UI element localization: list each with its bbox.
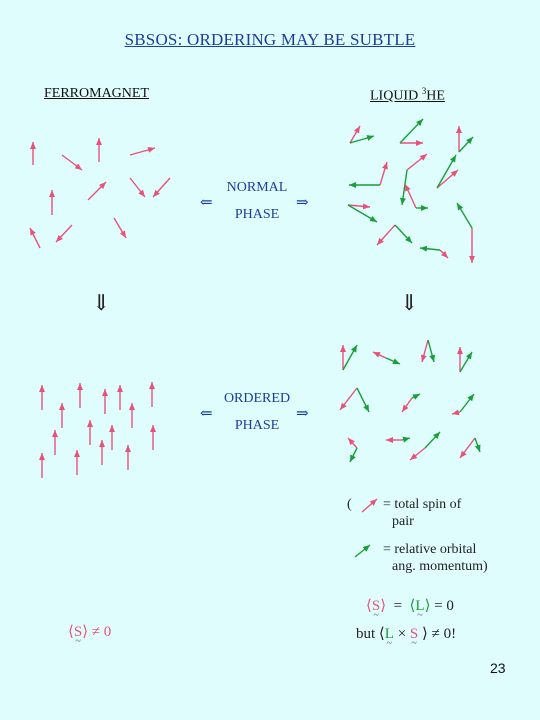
spin-arrow-icon	[129, 146, 156, 156]
helium-down-arrow-icon: ⇓	[400, 290, 419, 315]
orbital-arrow-icon	[356, 387, 370, 413]
orbital-arrow-icon	[459, 351, 473, 373]
orbital-arrow-icon	[427, 339, 436, 363]
he3-superscript: 3	[421, 86, 427, 96]
spin-arrow-icon	[439, 249, 449, 259]
spin-arrow-icon	[459, 437, 476, 459]
right-implies-arrow-icon: ⇒	[296, 406, 309, 422]
orbital-arrow-icon	[400, 169, 408, 206]
spin-arrow-icon	[55, 224, 73, 243]
ferromagnet-down-arrow-icon: ⇓	[92, 290, 111, 315]
spin-arrow-icon	[409, 447, 426, 461]
spin-arrow-icon	[29, 227, 41, 249]
right-implies-arrow-icon: ⇒	[296, 195, 309, 211]
legend-orbital-arrow-icon	[354, 544, 371, 558]
spin-arrow-icon	[401, 397, 413, 413]
page-title: SBSOS: ORDERING MAY BE SUBTLE	[124, 30, 416, 49]
phase-label-ordered: PHASE	[234, 418, 280, 433]
spin-arrow-icon	[451, 409, 461, 416]
spin-arrow-icon	[404, 183, 417, 209]
helium-cross-product: but ⟨L × S ⟩ ≠ 0!	[356, 624, 456, 643]
orbital-arrow-icon	[399, 118, 424, 144]
orbital-arrow-icon	[459, 393, 475, 413]
orbital-arrow-icon	[474, 437, 481, 453]
spin-arrow-icon	[113, 217, 127, 239]
orbital-arrow-icon	[411, 393, 421, 400]
spin-arrow-icon	[347, 203, 371, 210]
orbital-arrow-icon	[458, 136, 474, 153]
orbital-arrow-icon	[436, 154, 457, 189]
legend-spin-text-2: pair	[392, 514, 414, 529]
orbital-arrow-icon	[424, 431, 441, 449]
spin-arrow-icon	[372, 351, 387, 359]
left-implies-arrow-icon: ⇐	[200, 195, 213, 211]
helium-order-parameter: ⟨S⟩ = ⟨L⟩ = 0	[366, 596, 454, 615]
spin-arrow-icon	[420, 339, 429, 363]
orbital-arrow-icon	[342, 344, 358, 371]
legend-spin-arrow-icon	[361, 498, 378, 513]
spin-arrow-icon	[379, 161, 388, 186]
legend-open-paren: (	[347, 497, 352, 512]
ferromagnet-heading: FERROMAGNET	[44, 86, 150, 101]
orbital-arrow-icon	[385, 357, 401, 365]
spin-arrow-icon	[436, 169, 459, 189]
spin-arrow-icon	[61, 154, 83, 171]
spin-arrow-icon	[339, 387, 358, 411]
liquid-he3-heading: LIQUID 3HE	[370, 86, 445, 104]
orbital-arrow-icon	[456, 202, 473, 229]
orbital-arrow-icon	[394, 224, 413, 244]
spin-arrow-icon	[406, 153, 428, 171]
ordered-label: ORDERED	[223, 391, 291, 406]
normal-label: NORMAL	[226, 180, 288, 195]
spin-arrow-icon	[152, 177, 171, 198]
spin-arrow-icon	[349, 125, 361, 144]
left-implies-arrow-icon: ⇐	[200, 406, 213, 422]
orbital-arrow-icon	[349, 447, 358, 463]
legend-orbital-text: = relative orbital	[383, 542, 477, 557]
spin-arrow-icon	[376, 224, 396, 246]
orbital-arrow-icon	[419, 245, 441, 252]
legend-spin-text: = total spin of	[383, 497, 462, 512]
legend-orbital-text-2: ang. momentum)	[392, 559, 488, 574]
orbital-arrow-icon	[347, 204, 378, 223]
page-number: 23	[490, 660, 506, 676]
spin-arrow-icon	[347, 437, 358, 449]
ferromagnet-order-parameter: ⟨S⟩ ≠ 0	[68, 622, 111, 641]
orbital-arrow-icon	[349, 135, 375, 144]
phase-label-normal: PHASE	[234, 207, 280, 222]
orbital-arrow-icon	[401, 436, 411, 443]
spin-arrow-icon	[87, 181, 107, 201]
spin-arrow-icon	[129, 177, 146, 198]
